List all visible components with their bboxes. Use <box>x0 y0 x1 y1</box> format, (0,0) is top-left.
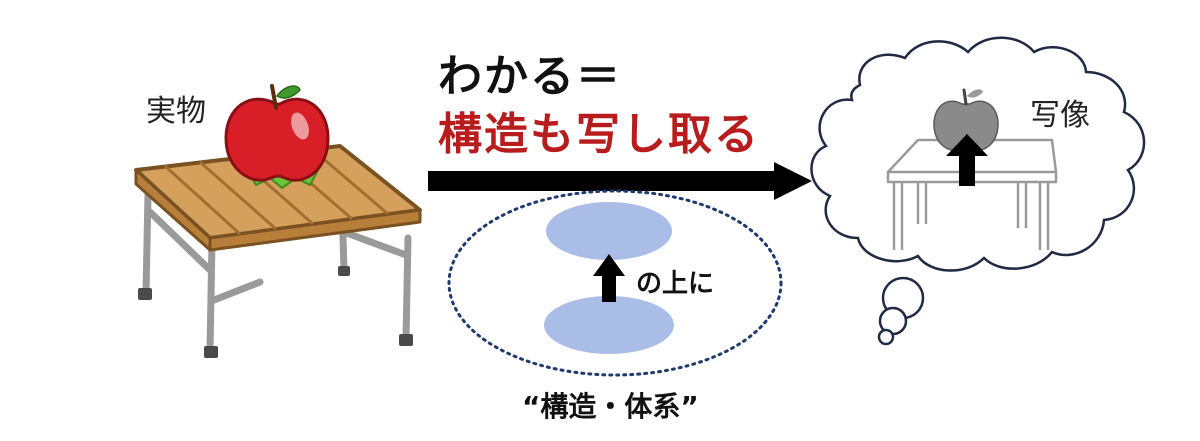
title-line-2: 構造も写し取る <box>438 109 760 160</box>
red-apple-illustration <box>224 84 330 190</box>
structure-caption: “構造・体系” <box>522 390 699 423</box>
mental-image-label: 写像 <box>1030 98 1090 133</box>
real-object-label: 実物 <box>146 94 206 129</box>
thought-cloud <box>810 36 1146 346</box>
structure-ellipse <box>447 189 783 377</box>
title-line-1: わかる＝ <box>438 51 622 102</box>
relation-label: の上に <box>636 269 715 299</box>
main-arrow <box>428 162 812 200</box>
gray-apple-illustration <box>933 88 999 151</box>
mapped-up-arrow <box>946 134 988 186</box>
